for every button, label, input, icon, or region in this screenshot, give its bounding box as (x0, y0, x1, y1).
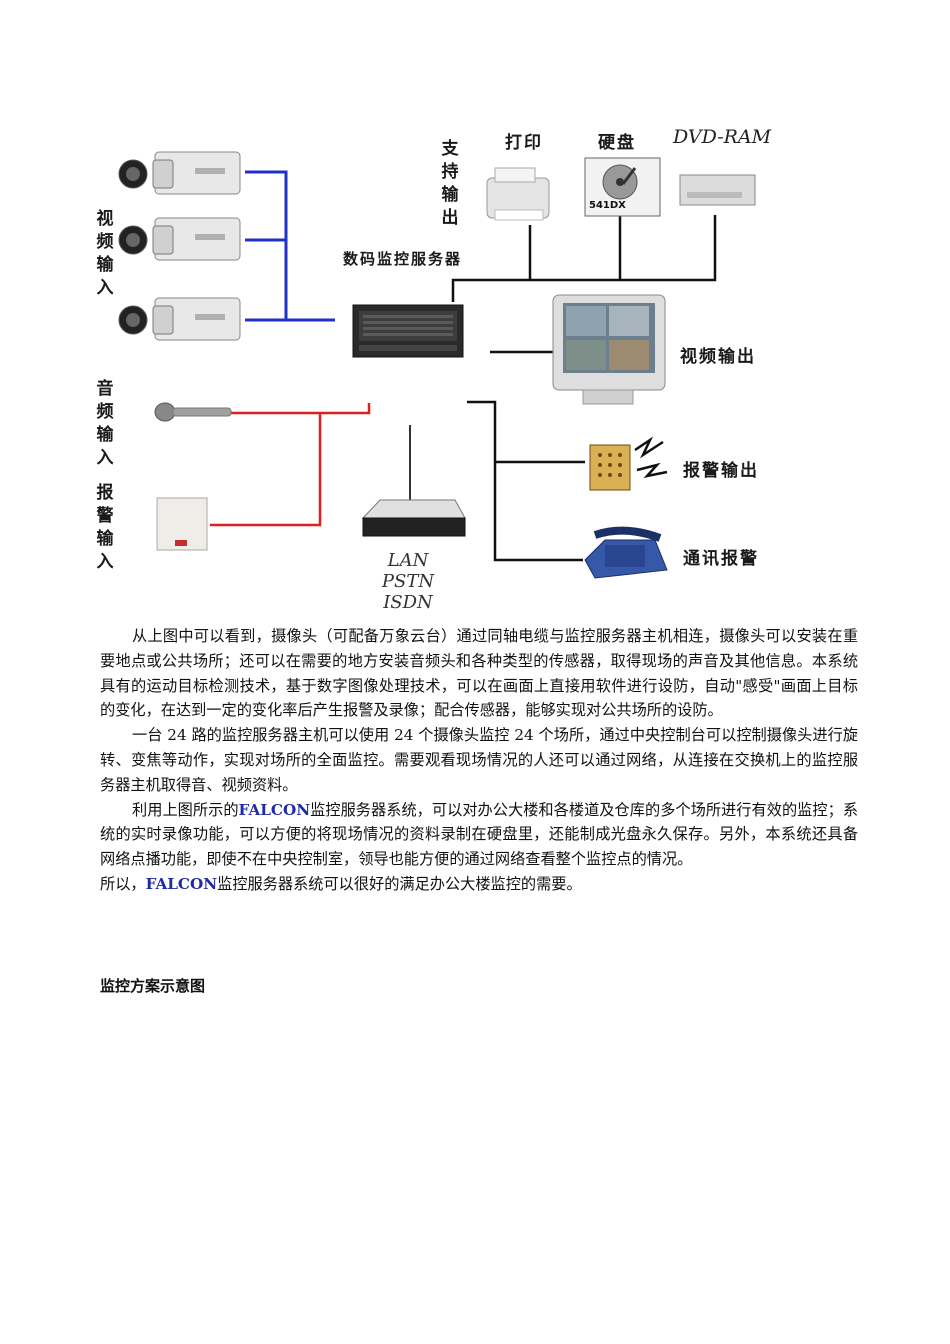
body-text: 从上图中可以看到，摄像头（可配备万象云台）通过同轴电缆与监控服务器主机相连，摄像… (100, 624, 858, 897)
label-isdn: ISDN (383, 592, 433, 613)
label-comm-alarm: 通讯报警 (683, 549, 759, 569)
label-pstn: PSTN (381, 571, 435, 592)
diagram-graphics (118, 151, 756, 579)
label-lan: LAN (387, 550, 429, 571)
output-lines (451, 215, 717, 562)
paragraph-2: 一台 24 路的监控服务器主机可以使用 24 个摄像头监控 24 个场所，通过中… (100, 726, 858, 794)
p3-suffix: 监控服务器系统，可以对办公大楼和各楼道及仓库的多个场所进行有效的监控；系统的实时… (100, 800, 859, 869)
paragraph-3: 利用上图所示的FALCON监控服务器系统，可以对办公大楼和各楼道及仓库的多个场所… (100, 798, 858, 872)
label-print: 打印 (505, 133, 543, 153)
label-alarm-input: 报警输入 (96, 483, 114, 572)
label-support-output: 支持输出 (441, 139, 459, 228)
camera-1 (118, 151, 241, 195)
label-video-input: 视频输入 (96, 209, 114, 298)
video-lines (245, 170, 335, 322)
paragraph-4: 所以，FALCON监控服务器系统可以很好的满足办公大楼监控的需要。 (100, 872, 858, 897)
p4-suffix: 监控服务器系统可以很好的满足办公大楼监控的需要。 (217, 874, 582, 893)
network-labels: LAN PSTN ISDN (373, 550, 443, 613)
microphone-device (154, 402, 232, 422)
monitor-device (552, 294, 666, 405)
dvd-drive-device (679, 174, 756, 206)
label-hard-disk: 硬盘 (598, 133, 636, 153)
p4-prefix: 所以， (100, 874, 146, 893)
telephone-device (584, 526, 668, 579)
printer-device (486, 167, 550, 221)
server-unit (352, 304, 464, 358)
label-audio-input: 音频输入 (96, 379, 114, 468)
label-video-output: 视频输出 (680, 347, 756, 367)
label-dvd-ram: DVD-RAM (673, 126, 772, 148)
p3-prefix: 利用上图所示的 (132, 800, 239, 819)
alarm-output-device (589, 436, 668, 491)
section-heading: 监控方案示意图 (100, 977, 206, 995)
router-device (361, 425, 466, 537)
audio-lines (210, 403, 371, 527)
surveillance-system-diagram: 视频输入 音频输入 报警输入 支持输出 打印 硬盘 DVD-RAM 541DX … (95, 120, 775, 615)
camera-3 (118, 297, 241, 341)
camera-2 (118, 217, 241, 261)
label-hdd-model: 541DX (589, 200, 626, 211)
alarm-sensor-device (156, 497, 208, 551)
brand-name: FALCON (238, 800, 311, 819)
brand-name-2: FALCON (145, 874, 218, 893)
label-server: 数码监控服务器 (343, 250, 463, 268)
paragraph-1: 从上图中可以看到，摄像头（可配备万象云台）通过同轴电缆与监控服务器主机相连，摄像… (100, 627, 858, 720)
hard-disk-device (584, 157, 661, 217)
label-alarm-output: 报警输出 (683, 461, 759, 481)
